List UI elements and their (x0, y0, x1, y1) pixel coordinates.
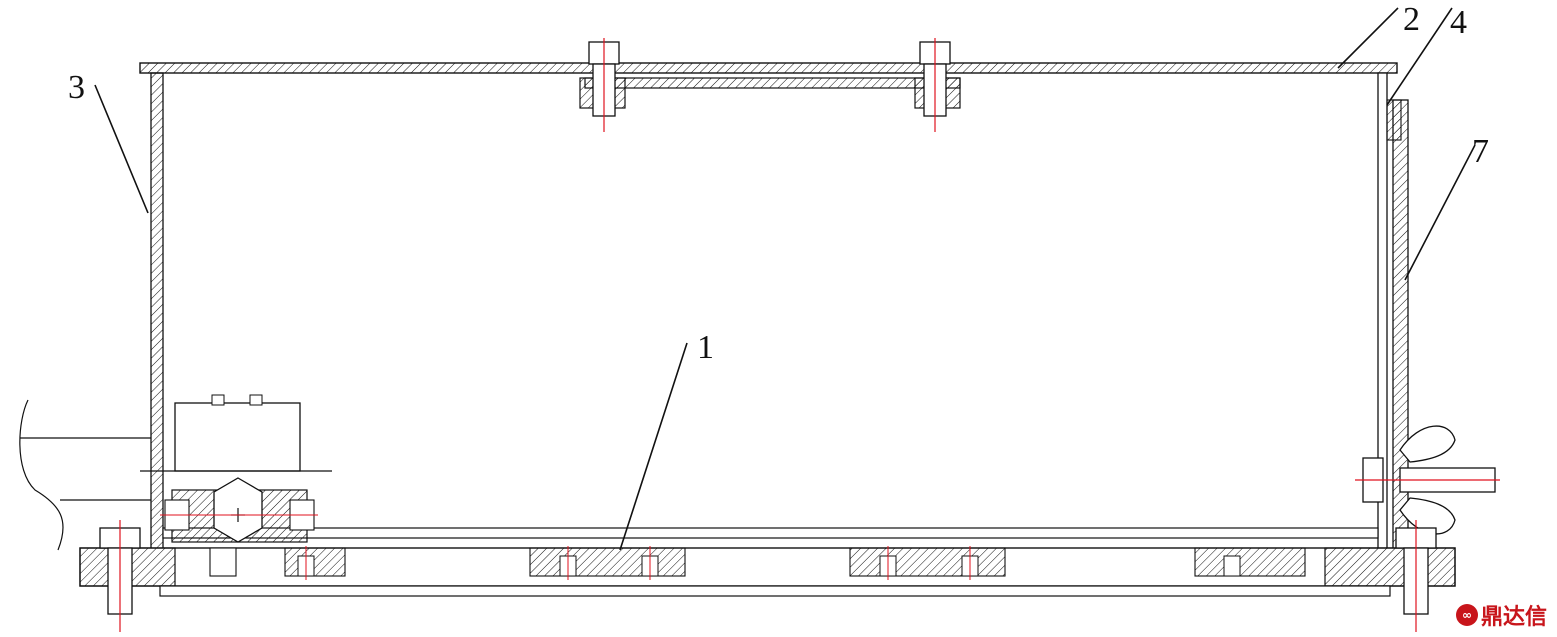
part-label-7: 7 (1472, 133, 1489, 170)
left-side-wall (150, 72, 164, 551)
top-bolt-left (588, 38, 620, 132)
part-label-4: 4 (1450, 4, 1467, 41)
base-bolt-right (1395, 520, 1437, 632)
base-plate (79, 547, 1456, 597)
leader-lines (94, 7, 1476, 551)
top-clamp-bar (579, 77, 961, 109)
part-label-1: 1 (697, 329, 714, 366)
base-fasteners (297, 546, 1241, 580)
base-bolt-left (99, 520, 141, 632)
wing-nut (1355, 425, 1500, 535)
watermark: ∞ 鼎达信 (1455, 599, 1547, 631)
part-label-2: 2 (1403, 1, 1420, 38)
hinge-block (140, 394, 332, 577)
base-rail (162, 527, 1379, 539)
watermark-logo-icon: ∞ (1455, 604, 1478, 626)
top-cover-plate (139, 62, 1398, 74)
external-support-outline (19, 399, 151, 551)
top-bolt-right (919, 38, 951, 132)
watermark-text: 鼎达信 (1480, 605, 1547, 630)
part-label-3: 3 (68, 69, 85, 106)
